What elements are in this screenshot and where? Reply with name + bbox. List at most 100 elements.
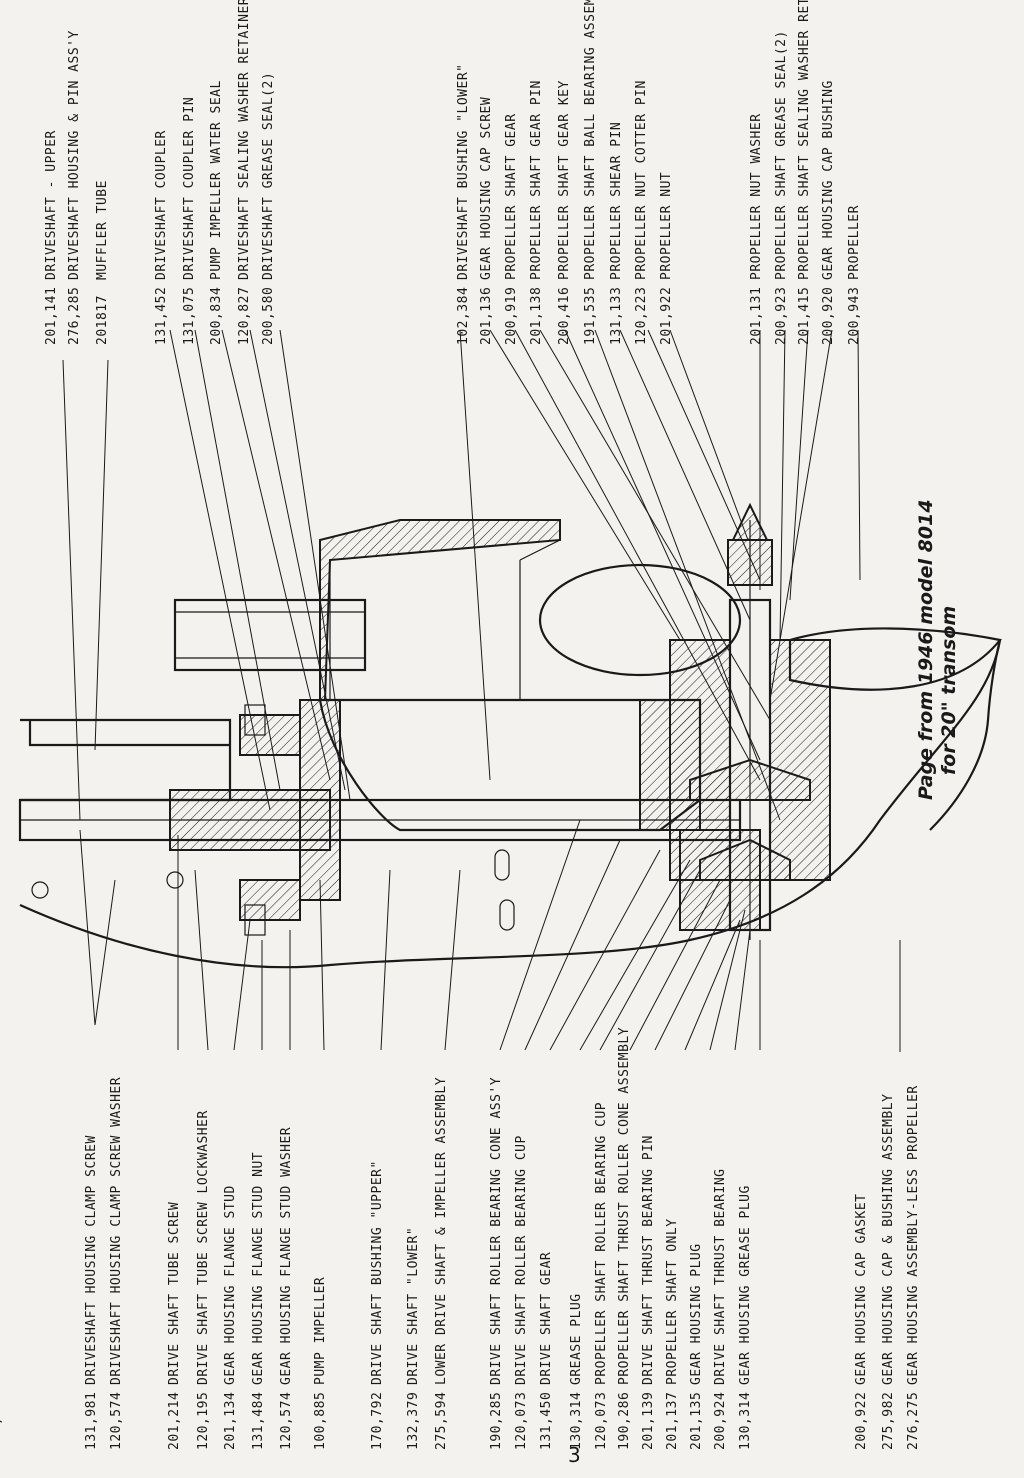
part-name: PROPELLER — [847, 205, 862, 280]
part-number: 131,075 — [182, 287, 197, 345]
part-name: DRIVE SHAFT "LOWER" — [406, 1227, 421, 1385]
right-part-label: 131,075 DRIVESHAFT COUPLER PIN — [182, 97, 197, 345]
part-number: 201,415 — [797, 287, 812, 345]
part-name: DRIVE SHAFT GEAR — [539, 1252, 554, 1385]
part-name: DRIVESHAFT - UPPER — [44, 130, 59, 280]
right-part-label: 102,384 DRIVESHAFT BUSHING "LOWER" — [456, 64, 471, 346]
part-name: PROPELLER SHAFT ONLY — [665, 1218, 680, 1385]
part-number: 201,138 — [529, 287, 544, 345]
part-name: PROPELLER SHEAR PIN — [609, 122, 624, 280]
part-number: 102,384 — [456, 287, 471, 345]
part-number: 200,580 — [261, 287, 276, 345]
right-part-label: 201,136 GEAR HOUSING CAP SCREW — [479, 97, 494, 345]
part-number: 200,922 — [854, 1392, 869, 1450]
part-name: GREASE PLUG — [569, 1293, 584, 1385]
part-number: 100,885 — [313, 1392, 328, 1450]
part-name: GEAR HOUSING CAP GASKET — [854, 1193, 869, 1385]
part-number: 120,073 — [514, 1392, 529, 1450]
part-name: DRIVE SHAFT TUBE SCREW LOCKWASHER — [196, 1110, 211, 1385]
part-name: DRIVESHAFT HOUSING CLAMP SCREW — [84, 1135, 99, 1385]
part-name: MUFFLER TUBE — [95, 180, 110, 280]
left-part-label: 201,137 PROPELLER SHAFT ONLY — [665, 1218, 680, 1450]
part-number: 275,982 — [881, 1392, 896, 1450]
part-number: 275,594 — [434, 1392, 449, 1450]
part-name: GEAR HOUSING FLANGE STUD WASHER — [279, 1127, 294, 1385]
part-name: GEAR HOUSING CAP SCREW — [479, 97, 494, 280]
part-number: 201,135 — [689, 1392, 704, 1450]
part-name: LOWER DRIVE SHAFT & IMPELLER ASSEMBLY — [434, 1077, 449, 1385]
part-name: DRIVESHAFT HOUSING CLAMP SCREW WASHER — [109, 1077, 124, 1385]
left-part-label: 200,924 DRIVE SHAFT THRUST BEARING — [713, 1169, 728, 1451]
part-number: 131,981 — [84, 1392, 99, 1450]
part-name: GEAR HOUSING & CAP ASSEMBLY ONLY — [0, 1119, 4, 1385]
housing-outline — [18, 502, 1002, 969]
part-number: 201,214 — [167, 1392, 182, 1450]
part-name: PUMP IMPELLER — [313, 1277, 328, 1385]
part-name: DRIVE SHAFT BUSHING "UPPER" — [370, 1160, 385, 1385]
part-name: DRIVESHAFT BUSHING "LOWER" — [456, 64, 471, 281]
part-name: DRIVESHAFT COUPLER PIN — [182, 97, 197, 280]
left-part-label: 132,379 DRIVE SHAFT "LOWER" — [406, 1227, 421, 1450]
part-name: GEAR HOUSING CAP BUSHING — [821, 80, 836, 280]
part-number: 120,223 — [634, 287, 649, 345]
part-number: 200,919 — [504, 287, 519, 345]
part-number: 201,137 — [665, 1392, 680, 1450]
part-number: 131,450 — [539, 1392, 554, 1450]
right-part-label: 200,580 DRIVESHAFT GREASE SEAL(2) — [261, 72, 276, 345]
leader-lines — [62, 329, 901, 1052]
part-number: 120,574 — [279, 1392, 294, 1450]
note-line-1: Page from 1946 model 8014 — [915, 499, 937, 800]
part-number: 120,195 — [196, 1392, 211, 1450]
part-number: 190,286 — [617, 1392, 632, 1450]
part-number: 201,136 — [479, 287, 494, 345]
left-part-label: 131,450 DRIVE SHAFT GEAR — [539, 1252, 554, 1450]
left-part-label: 200,922 GEAR HOUSING CAP GASKET — [854, 1193, 869, 1450]
part-name: PROPELLER NUT — [659, 172, 674, 280]
part-name: DRIVESHAFT GREASE SEAL(2) — [261, 72, 276, 280]
part-number: 200,834 — [209, 287, 224, 345]
right-part-label: 201,415 PROPELLER SHAFT SEALING WASHER RE… — [797, 0, 812, 345]
part-name: PROPELLER NUT WASHER — [749, 113, 764, 280]
part-name: GEAR HOUSING FLANGE STUD — [223, 1185, 238, 1385]
part-name: PROPELLER SHAFT BALL BEARING ASSEMBLY — [583, 0, 598, 280]
part-name: GEAR HOUSING CAP & BUSHING ASSEMBLY — [881, 1094, 896, 1385]
page-number: 3 — [568, 1443, 581, 1467]
part-number: 191,535 — [583, 287, 598, 345]
part-number: 201817 — [95, 295, 110, 345]
part-name: DRIVE SHAFT THRUST BEARING PIN — [641, 1135, 656, 1385]
right-part-label: 201817 MUFFLER TUBE — [95, 180, 110, 345]
part-number: 200,924 — [713, 1392, 728, 1450]
part-name: PROPELLER NUT COTTER PIN — [634, 80, 649, 280]
left-part-label: 275,982 GEAR HOUSING CAP & BUSHING ASSEMB… — [881, 1094, 896, 1450]
part-name: PROPELLER SHAFT ROLLER BEARING CUP — [594, 1102, 609, 1385]
part-number: 130,314 — [569, 1392, 584, 1450]
part-number: 201,131 — [749, 287, 764, 345]
part-number: 131,484 — [251, 1392, 266, 1450]
right-part-label: 120,223 PROPELLER NUT COTTER PIN — [634, 80, 649, 345]
part-name: DRIVE SHAFT THRUST BEARING — [713, 1169, 728, 1386]
part-number: 132,379 — [406, 1392, 421, 1450]
part-name: PROPELLER SHAFT SEALING WASHER RETAINER — [797, 0, 812, 280]
part-name: DRIVESHAFT COUPLER — [154, 130, 169, 280]
part-number: 170,792 — [370, 1392, 385, 1450]
right-part-label: 191,535 PROPELLER SHAFT BALL BEARING ASSE… — [583, 0, 598, 345]
